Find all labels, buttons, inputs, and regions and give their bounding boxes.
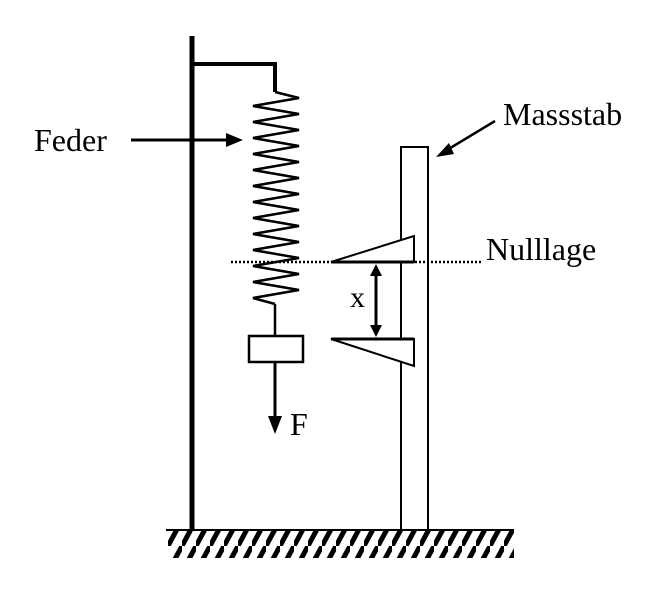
massstab-pointer-arrowhead — [436, 143, 454, 157]
scale-label: Massstab — [503, 96, 623, 132]
displacement-label: x — [350, 281, 365, 314]
mass-block — [247, 334, 305, 364]
feder-pointer-arrowhead — [226, 133, 243, 147]
stand-bracket — [192, 62, 277, 92]
displacement-arrowhead-top — [370, 264, 382, 276]
massstab-pointer-arrow — [446, 119, 496, 152]
force-arrowhead — [268, 416, 282, 434]
spring-coil — [252, 90, 300, 306]
ground-hatch — [168, 530, 514, 558]
upper-pointer — [330, 234, 415, 263]
displacement-arrowhead-bottom — [370, 325, 382, 337]
lower-pointer — [330, 338, 415, 368]
zero-position-label: Nulllage — [486, 231, 597, 267]
force-label: F — [290, 406, 308, 442]
spring-label: Feder — [34, 122, 107, 158]
